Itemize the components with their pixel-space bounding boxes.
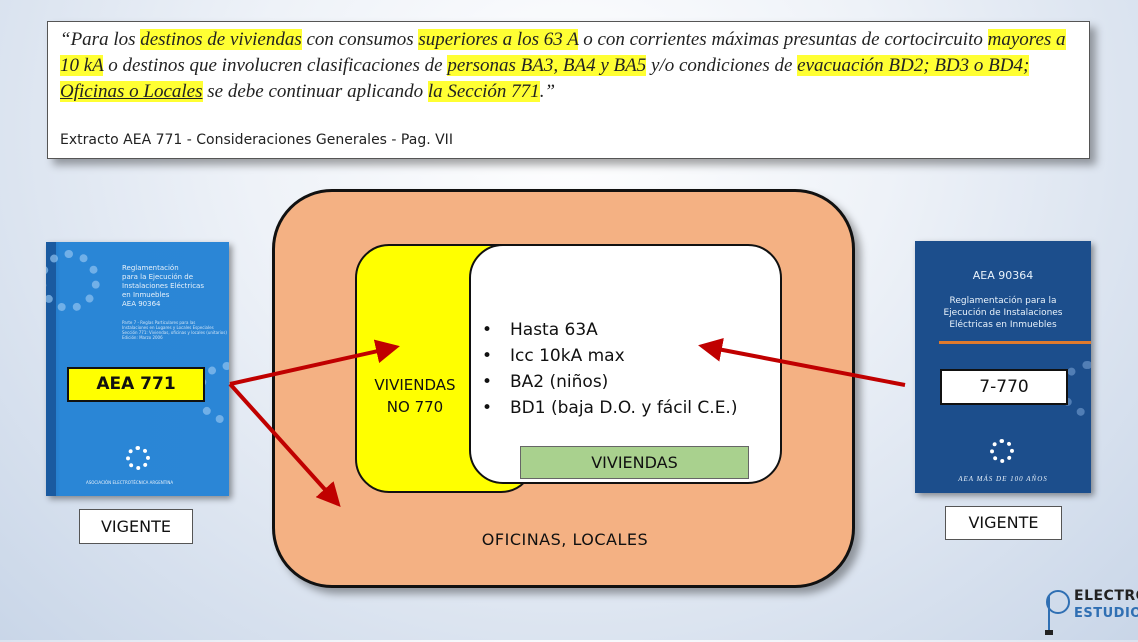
electroestudio-logo: ELECTRO ESTUDIO <box>1044 582 1138 638</box>
quote-segment: o destinos que involucren clasificacione… <box>103 55 448 76</box>
quote-segment: se debe continuar aplicando <box>202 81 428 102</box>
book-subtitle: Parte 7 - Reglas Particulares para las I… <box>122 320 227 340</box>
viviendas-no770-line1: VIVIENDAS <box>374 376 456 394</box>
aea-771-tag: AEA 771 <box>67 367 205 402</box>
logo-text-line1: ELECTRO <box>1074 588 1138 604</box>
highlighted-phrase: personas BA3, BA4 y BA5 <box>447 55 647 76</box>
list-item: Icc 10kA max <box>482 343 737 369</box>
quote-segment: “Para los <box>60 29 141 50</box>
oficinas-locales-label: OFICINAS, LOCALES <box>481 530 649 549</box>
status-badge-left: VIGENTE <box>79 509 193 544</box>
list-item: Hasta 63A <box>482 317 737 343</box>
list-item: BD1 (baja D.O. y fácil C.E.) <box>482 395 737 421</box>
status-badge-right: VIGENTE <box>945 506 1062 540</box>
book-footer: AEA MÁS DE 100 AÑOS <box>958 475 1048 483</box>
book-divider <box>939 341 1091 344</box>
book-publisher: ASOCIACIÓN ELECTROTÉCNICA ARGENTINA <box>86 480 174 485</box>
aea-emblem-icon <box>126 446 150 470</box>
logo-text-line2: ESTUDIO <box>1074 606 1138 621</box>
arrow-to-oficinas <box>228 382 341 507</box>
aea-770-tag: 7-770 <box>940 369 1068 405</box>
arrow-to-viviendas-no770 <box>229 339 400 386</box>
aea-emblem-icon <box>990 439 1014 463</box>
quote-text: “Para los destinos de viviendas con cons… <box>60 27 1077 105</box>
highlighted-phrase: destinos de viviendas <box>140 29 302 50</box>
viviendas-no770-label: VIVIENDAS NO 770 <box>360 374 470 418</box>
plug-icon <box>1045 590 1070 635</box>
viviendas-no770-line2: NO 770 <box>386 398 444 416</box>
book-spine <box>46 242 56 496</box>
highlighted-phrase: evacuación BD2; BD3 o BD4; <box>797 55 1030 76</box>
list-item: BA2 (niños) <box>482 369 737 395</box>
viviendas-label: VIVIENDAS <box>520 446 749 479</box>
quote-segment: o con corrientes máximas presuntas de co… <box>578 29 988 50</box>
gear-icon <box>46 250 100 312</box>
aea-770-book-cover: AEA 90364 Reglamentación para la Ejecuci… <box>915 241 1091 493</box>
highlighted-phrase: superiores a los 63 A <box>418 29 579 50</box>
arrow-to-viviendas <box>698 337 906 387</box>
book-title: Reglamentación para la Ejecución de Inst… <box>122 264 204 308</box>
highlighted-phrase: Oficinas o Locales <box>60 81 203 102</box>
quote-source: Extracto AEA 771 - Consideraciones Gener… <box>60 132 453 148</box>
quote-box: “Para los destinos de viviendas con cons… <box>47 21 1090 159</box>
quote-segment: y/o condiciones de <box>646 55 798 76</box>
viviendas-conditions-list: Hasta 63A Icc 10kA max BA2 (niños) BD1 (… <box>482 317 737 421</box>
quote-segment: con consumos <box>301 29 419 50</box>
book-code: AEA 90364 <box>972 269 1034 282</box>
highlighted-phrase: la Sección 771 <box>427 81 540 102</box>
book-title: Reglamentación para la Ejecución de Inst… <box>943 296 1063 330</box>
quote-segment: .” <box>539 81 556 102</box>
